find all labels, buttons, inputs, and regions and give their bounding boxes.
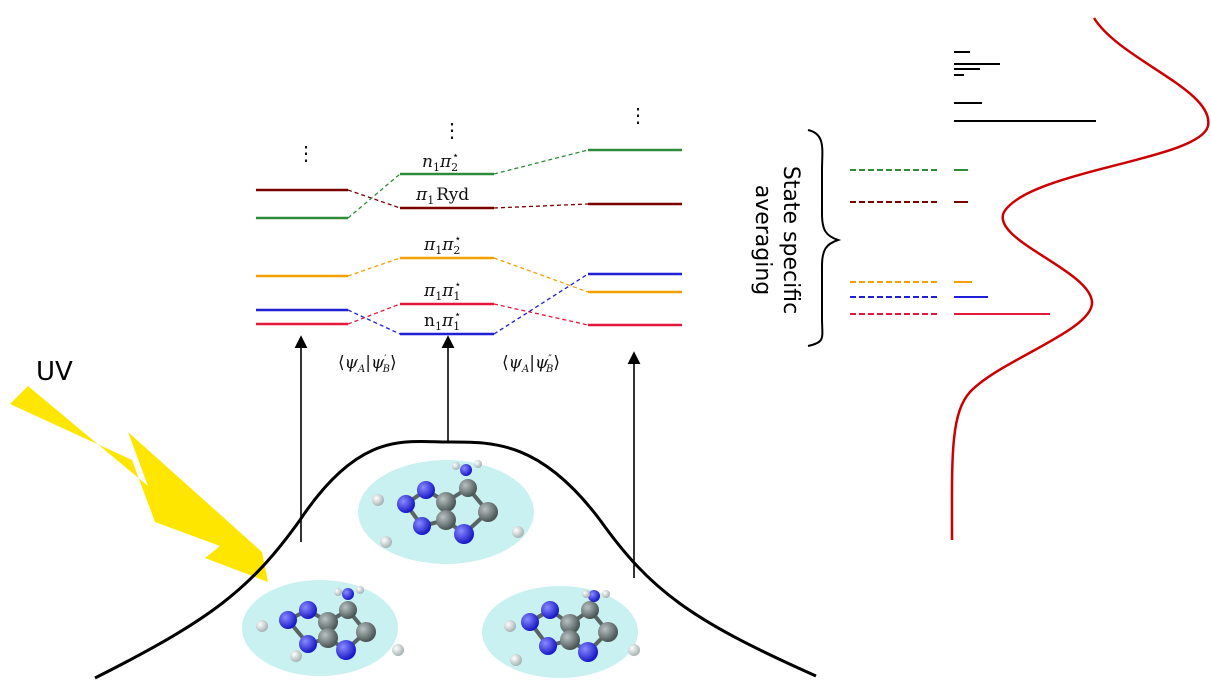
overlap-label-left: ⟨ψA|ψ′B⟩ (338, 353, 397, 375)
levels-column-right (588, 148, 682, 327)
ellipsis-right: ⋮ (628, 103, 648, 127)
overlap-label-right: ⟨ψA|ψ″B⟩ (502, 353, 560, 375)
label-n1pi1star: n1π1⋆ (424, 308, 461, 333)
absorption-distribution-curve (950, 17, 1210, 541)
ellipsis-center: ⋮ (442, 118, 462, 142)
svg-text:averaging: averaging (750, 185, 775, 296)
uv-label: UV (36, 357, 73, 387)
label-n1pi2star: n1π2⋆ (422, 149, 459, 174)
averaged-levels (850, 169, 1050, 315)
levels-column-center (400, 172, 494, 336)
svg-text:State specific: State specific (778, 166, 803, 314)
correlation-lines-center-right (493, 149, 589, 335)
label-pi1pi2star: π1π2⋆ (423, 232, 461, 257)
molecule-geometry-2 (358, 460, 534, 564)
levels-column-left (256, 188, 348, 326)
averaging-brace (807, 129, 842, 347)
correlation-lines-left-center (347, 173, 401, 335)
uv-lightning-bolt (10, 386, 268, 582)
molecule-geometry-3 (482, 586, 640, 678)
state-specific-averaging-label: State specific averaging (750, 166, 803, 314)
molecule-geometry-1 (242, 580, 404, 676)
excitation-arrows (294, 335, 641, 578)
label-pi1pi1star: π1π1⋆ (423, 278, 461, 303)
spectrum-stick-bars (954, 51, 1096, 122)
ellipsis-left: ⋮ (296, 141, 316, 165)
